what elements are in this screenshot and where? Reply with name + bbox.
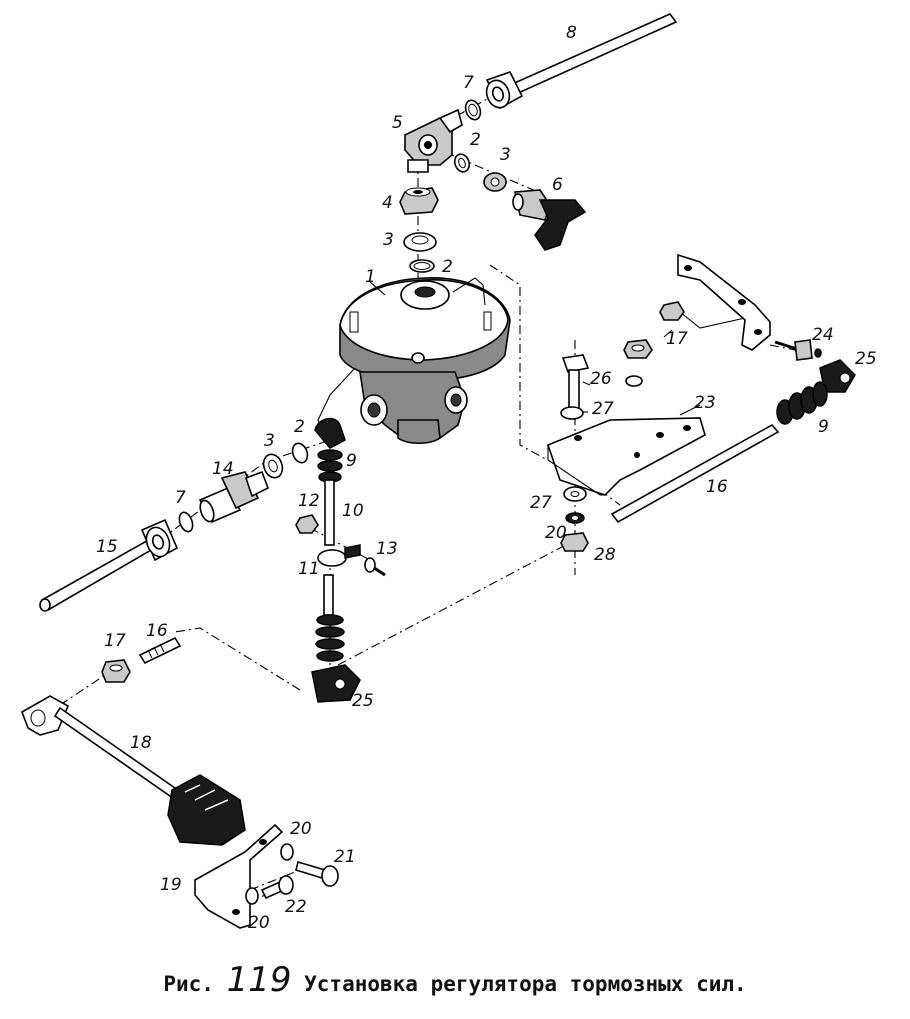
ring-2-left: [291, 442, 309, 464]
ring-2-upper: [453, 153, 471, 173]
label-27-upper: 27: [592, 399, 614, 419]
bracket-right-top: [677, 253, 771, 351]
bracket-23: [546, 417, 706, 496]
ring-7-top: [464, 99, 482, 121]
nut-17-right: [659, 301, 685, 321]
label-16-right: 16: [706, 477, 728, 497]
nut-4: [399, 187, 439, 215]
rubber-block: [167, 774, 246, 846]
label-28: 28: [594, 545, 616, 565]
label-5: 5: [392, 113, 403, 133]
washer-right-top: [625, 375, 643, 387]
part-labels: 8 7 5 2 3 6 4 3 2 1 17 24 25 26 27 23 9 …: [96, 23, 877, 933]
caption-number: 119: [226, 960, 292, 1000]
rod-10: [324, 479, 335, 546]
label-2-left: 2: [294, 417, 305, 437]
washer-3-left: [262, 453, 284, 479]
label-2-mid: 2: [442, 257, 453, 277]
label-18: 18: [130, 733, 152, 753]
nut-12: [295, 514, 319, 534]
nut-top-right: [623, 339, 653, 359]
union-fitting-14: [198, 470, 270, 524]
leader-lines: [369, 281, 701, 416]
label-8: 8: [566, 23, 577, 43]
label-1: 1: [365, 267, 376, 287]
ring-7-left: [178, 511, 194, 533]
label-26: 26: [590, 369, 612, 389]
label-14: 14: [212, 459, 234, 479]
washer-20-right: [565, 512, 585, 524]
label-15: 15: [96, 537, 118, 557]
link-rod-lower: [323, 574, 334, 616]
label-3-left: 3: [264, 431, 275, 451]
bolt-26: [561, 354, 590, 413]
label-25-lower: 25: [352, 691, 374, 711]
label-17-right: 17: [666, 329, 688, 349]
tube-15: [39, 518, 179, 612]
label-6: 6: [552, 175, 563, 195]
label-4: 4: [382, 193, 393, 213]
label-2-upper: 2: [470, 130, 481, 150]
bolt-24: [774, 339, 822, 361]
washer-3-mid: [403, 232, 437, 252]
figure-caption: Рис. 119 Установка регулятора тормозных …: [0, 960, 910, 1000]
nut-17-left: [101, 659, 131, 683]
stud-16-left: [138, 636, 182, 665]
caption-title: Установка регулятора тормозных сил.: [304, 972, 747, 996]
spring-9-right: [776, 381, 828, 425]
label-17-left: 17: [104, 631, 126, 651]
label-23: 23: [694, 393, 716, 413]
label-22: 22: [285, 897, 307, 917]
label-19: 19: [160, 875, 182, 895]
label-13: 13: [376, 539, 398, 559]
label-12: 12: [298, 491, 320, 511]
label-7-top: 7: [463, 73, 474, 93]
bolt-21: [295, 860, 339, 887]
label-3-mid: 3: [383, 230, 394, 250]
label-24: 24: [812, 325, 834, 345]
brake-force-regulator-body-1: [317, 277, 511, 445]
label-11: 11: [298, 559, 320, 579]
elbow-fitting-5: [404, 108, 463, 173]
nut-28: [560, 532, 589, 552]
washer-27-lower: [563, 486, 587, 502]
washer-20-bottom-upper: [280, 843, 294, 861]
label-16-left: 16: [146, 621, 168, 641]
caption-prefix: Рис.: [163, 972, 214, 996]
washer-3-upper: [483, 172, 507, 192]
label-9-right: 9: [818, 417, 829, 437]
label-3-upper: 3: [500, 145, 511, 165]
label-25-right: 25: [855, 349, 877, 369]
label-20-bottom-lower: 20: [248, 913, 270, 933]
assembly-axis-lines: [59, 91, 806, 906]
washer-27-upper: [560, 406, 584, 420]
bleed-valve-6: [512, 189, 587, 251]
washer-20-bottom-lower: [245, 887, 259, 905]
label-7-left: 7: [175, 488, 186, 508]
screw-13: [364, 557, 386, 577]
rod-16-right: [610, 423, 780, 524]
label-20-bottom-upper: 20: [290, 819, 312, 839]
label-20-right: 20: [545, 523, 567, 543]
spring-25-lower: [311, 614, 361, 703]
tube-8: [485, 13, 678, 110]
clamp-11: [317, 544, 361, 567]
spring-9-left: [314, 417, 346, 483]
label-27-lower: 27: [530, 493, 552, 513]
ring-2-mid: [409, 259, 435, 273]
label-9-left: 9: [346, 451, 357, 471]
label-21: 21: [334, 847, 356, 867]
bolt-22: [260, 875, 294, 900]
lever-rod-18: [21, 695, 187, 805]
label-10: 10: [342, 501, 364, 521]
